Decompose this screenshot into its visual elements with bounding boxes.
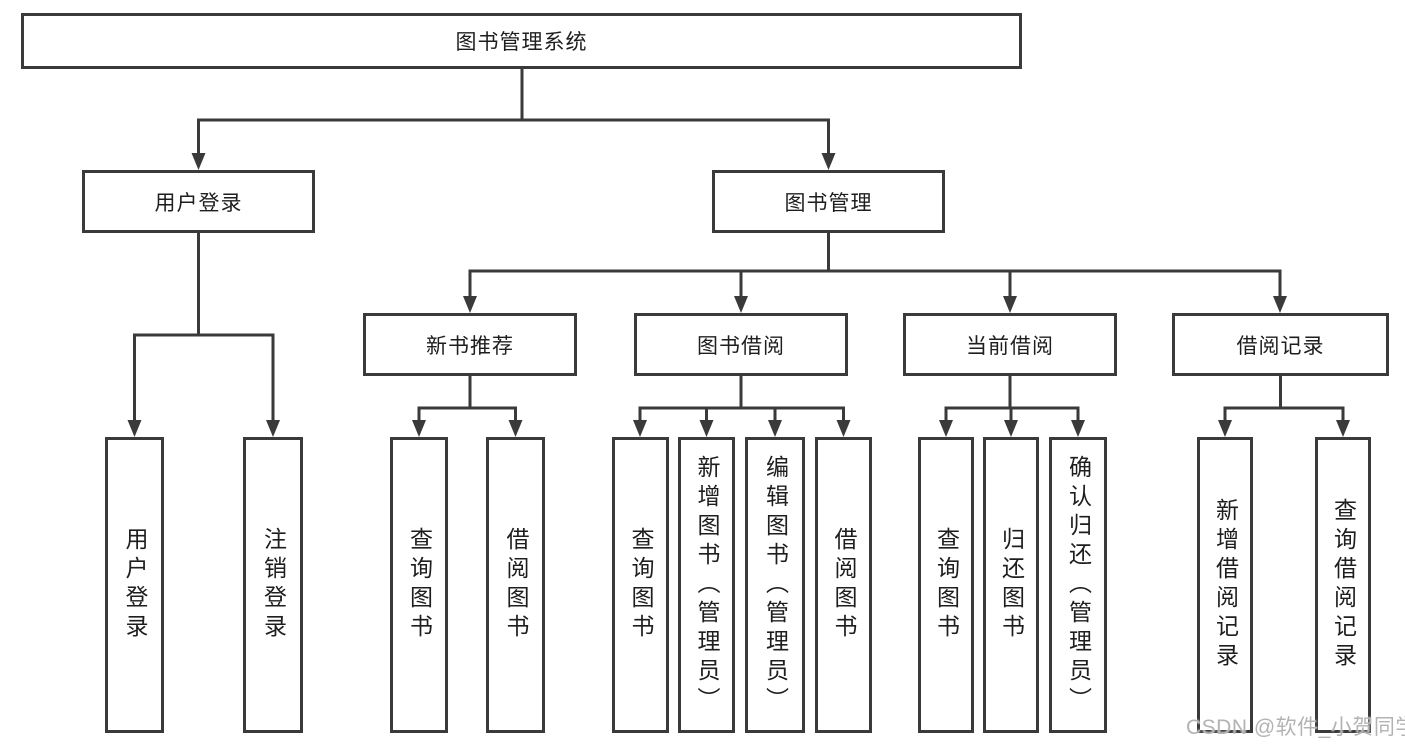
- node-book-management: 图书管理: [712, 170, 945, 233]
- leaf-borrow-query-books: 查询图书: [612, 437, 669, 733]
- leaf-query-borrow-record: 查询借阅记录: [1315, 437, 1371, 733]
- node-root-label: 图书管理系统: [455, 31, 588, 54]
- leaf-current-query-books: 查询图书: [918, 437, 974, 733]
- leaf-borrow-books: 借阅图书: [815, 437, 872, 733]
- node-book-management-label: 图书管理: [784, 191, 873, 215]
- leaf-add-books-admin: 新增图书（管理员）: [678, 437, 735, 733]
- leaf-current-query-books-label: 查询图书: [933, 527, 960, 643]
- leaf-recommend-query-books-label: 查询图书: [406, 527, 433, 643]
- leaf-add-books-admin-label: 新增图书（管理员）: [694, 454, 720, 716]
- leaf-return-books-label: 归还图书: [998, 527, 1025, 643]
- csdn-watermark: CSDN @软件_小贺同学: [1186, 716, 1405, 739]
- node-book-borrow-label: 图书借阅: [697, 334, 785, 358]
- node-root: 图书管理系统: [21, 13, 1022, 69]
- leaf-logout-label: 注销登录: [260, 527, 287, 643]
- leaf-borrow-books-label: 借阅图书: [831, 527, 857, 643]
- leaf-edit-books-admin-label: 编辑图书（管理员）: [762, 454, 789, 716]
- node-borrow-records: 借阅记录: [1172, 313, 1389, 376]
- leaf-borrow-query-books-label: 查询图书: [628, 527, 654, 643]
- leaf-recommend-borrow-books: 借阅图书: [486, 437, 545, 733]
- leaf-confirm-return-admin-label: 确认归还（管理员）: [1065, 454, 1092, 716]
- leaf-query-borrow-record-label: 查询借阅记录: [1330, 498, 1357, 672]
- leaf-user-login-label: 用户登录: [122, 527, 148, 643]
- node-current-borrow: 当前借阅: [903, 313, 1117, 376]
- leaf-logout: 注销登录: [243, 437, 303, 733]
- leaf-return-books: 归还图书: [983, 437, 1039, 733]
- leaf-add-borrow-record: 新增借阅记录: [1197, 437, 1253, 733]
- leaf-edit-books-admin: 编辑图书（管理员）: [745, 437, 805, 733]
- node-borrow-records-label: 借阅记录: [1236, 334, 1325, 358]
- leaf-add-borrow-record-label: 新增借阅记录: [1212, 498, 1239, 672]
- leaf-recommend-query-books: 查询图书: [390, 437, 448, 733]
- node-new-book-recommend: 新书推荐: [363, 313, 577, 376]
- leaf-user-login: 用户登录: [105, 437, 164, 733]
- node-user-login-label: 用户登录: [154, 191, 243, 215]
- leaf-recommend-borrow-books-label: 借阅图书: [503, 527, 529, 643]
- node-new-book-recommend-label: 新书推荐: [426, 334, 514, 358]
- node-current-borrow-label: 当前借阅: [966, 334, 1054, 358]
- node-book-borrow: 图书借阅: [634, 313, 848, 376]
- leaf-confirm-return-admin: 确认归还（管理员）: [1049, 437, 1107, 733]
- node-user-login: 用户登录: [82, 170, 315, 233]
